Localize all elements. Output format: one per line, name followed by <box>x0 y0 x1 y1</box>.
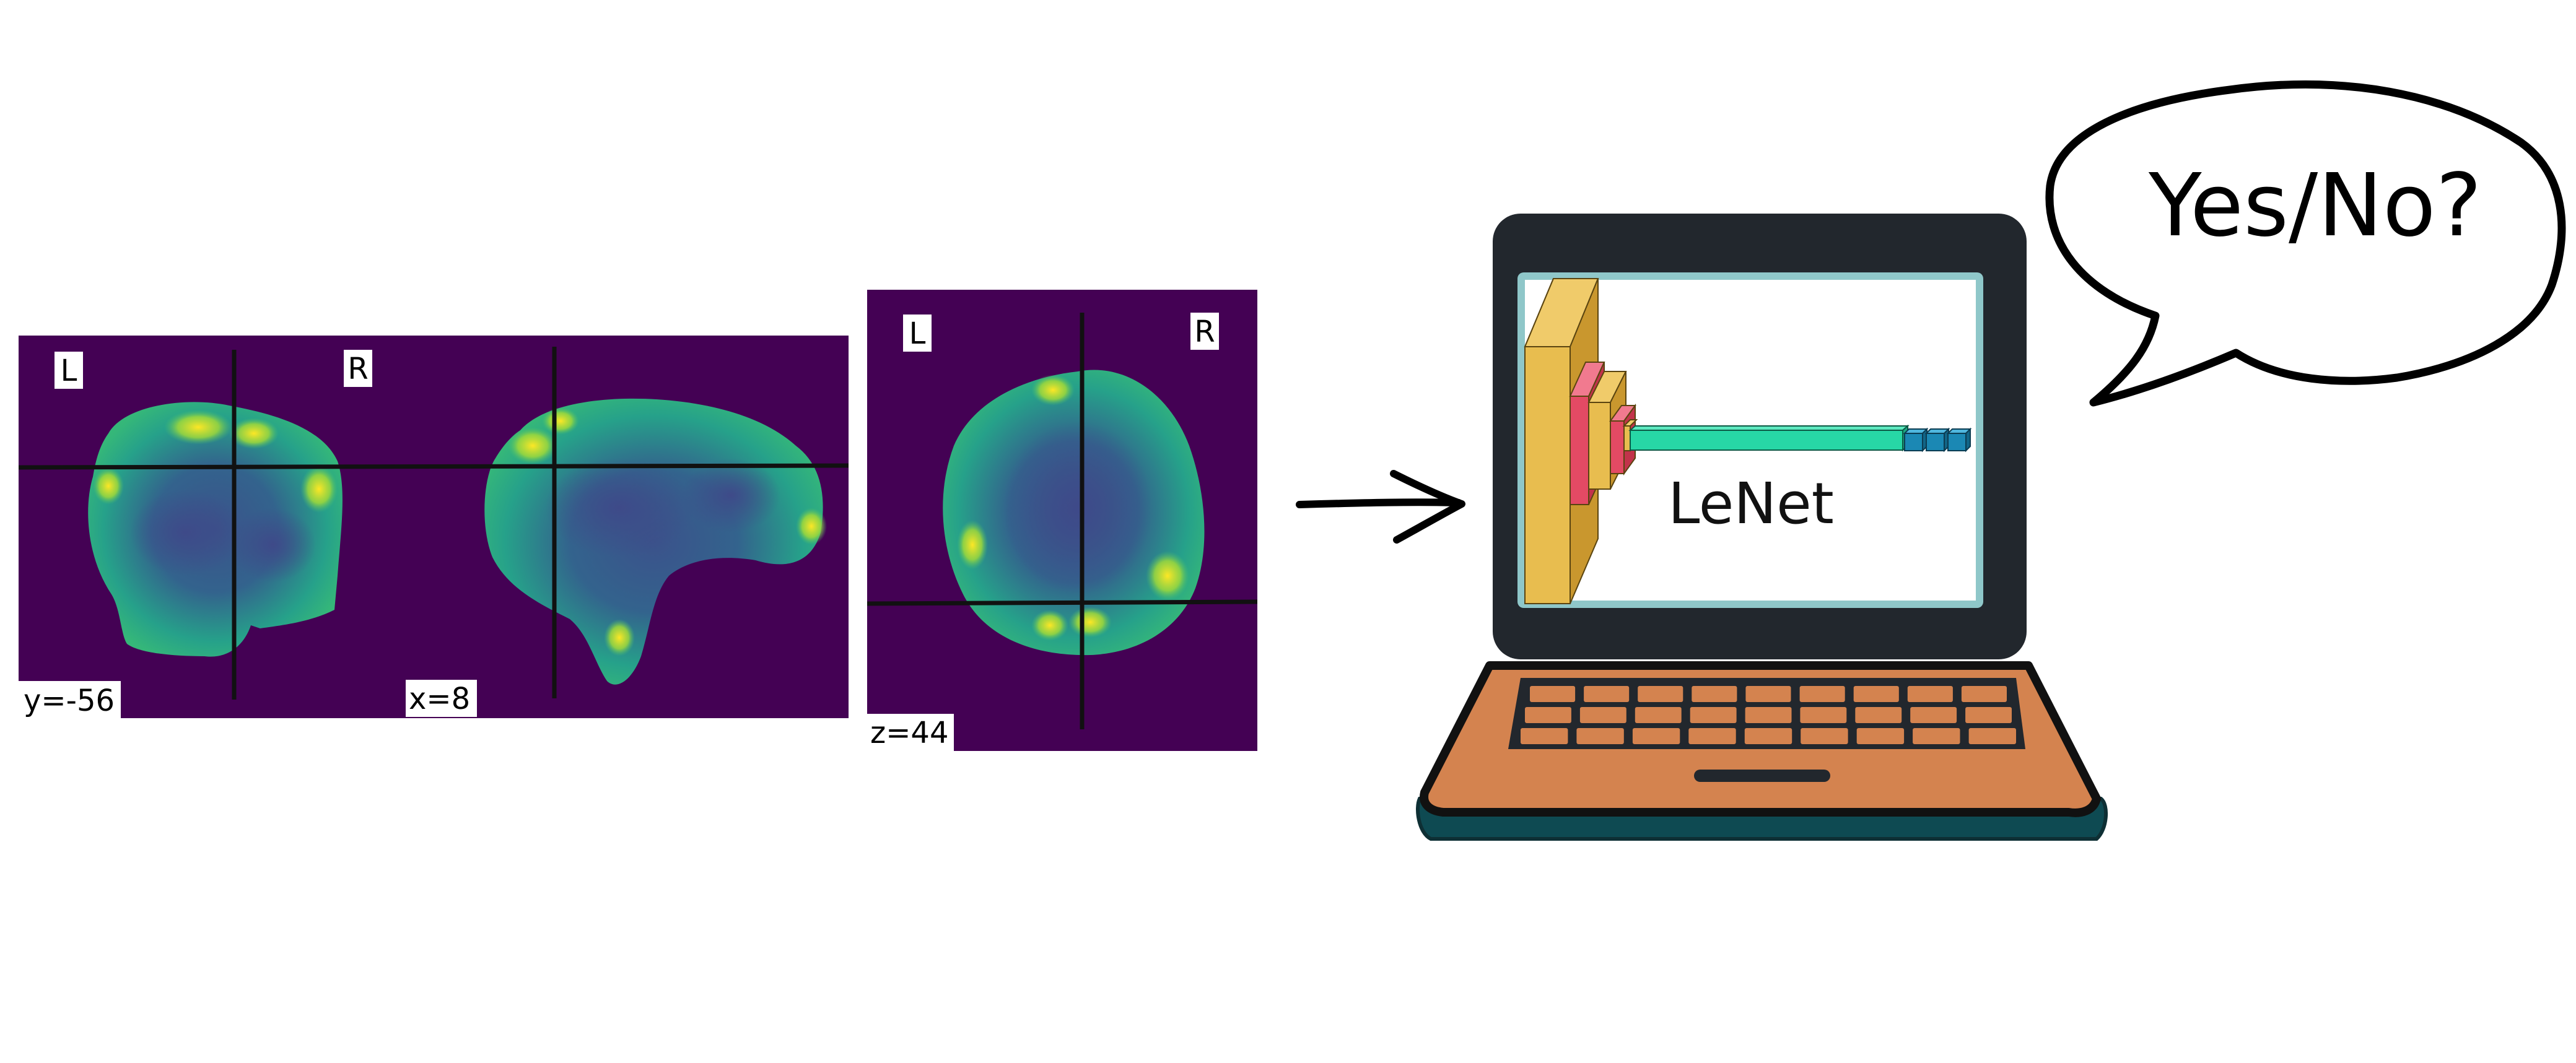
keyboard-key <box>1584 686 1630 702</box>
coronal-brain <box>88 402 343 657</box>
keyboard-key <box>1745 686 1791 702</box>
keyboard-key <box>1913 728 1960 744</box>
keyboard-key <box>1576 728 1624 744</box>
model-name-label: LeNet <box>1668 471 1834 537</box>
keyboard-key <box>1744 728 1792 744</box>
axial-coordinate-label: z=44 <box>870 716 949 750</box>
keyboard-key <box>1690 707 1737 723</box>
axial-left-label: L <box>909 316 926 351</box>
coronal-left-label: L <box>61 354 77 388</box>
coronal-right-label: R <box>347 352 368 386</box>
keyboard-key <box>1530 686 1576 702</box>
speech-bubble-text: Yes/No? <box>2148 155 2482 256</box>
keyboard-key <box>1855 707 1902 723</box>
keyboard-key <box>1635 707 1682 723</box>
keyboard-key <box>1632 728 1680 744</box>
keyboard-key <box>1910 707 1957 723</box>
keyboard-keys <box>1521 686 2016 744</box>
axial-orientation-labels: L R <box>903 313 1219 352</box>
keyboard-key <box>1853 686 1899 702</box>
keyboard-key <box>1800 707 1847 723</box>
keyboard-key <box>1745 707 1792 723</box>
lenet-architecture <box>1524 278 1972 604</box>
keyboard-key <box>1801 728 1848 744</box>
keyboard-key <box>1521 728 1568 744</box>
axial-brain <box>943 370 1205 656</box>
keyboard-key <box>1688 728 1736 744</box>
keyboard-key <box>1965 707 2012 723</box>
trackpad <box>1694 770 1830 782</box>
axial-right-label: R <box>1194 315 1215 349</box>
keyboard-key <box>1968 728 2016 744</box>
keyboard-key <box>1638 686 1683 702</box>
keyboard-key <box>1799 686 1845 702</box>
crosshairs <box>18 313 1258 729</box>
sagittal-coordinate-label: x=8 <box>409 682 470 716</box>
keyboard-key <box>1856 728 1905 744</box>
laptop-icon: LeNet <box>1416 214 2108 841</box>
coronal-coordinate-label: y=-56 <box>24 683 115 718</box>
keyboard-key <box>1692 686 1737 702</box>
keyboard-key <box>1961 686 2007 702</box>
brain-slices: L R L R y=-56 x=8 z=44 <box>18 290 1258 751</box>
keyboard-key <box>1525 707 1571 723</box>
sagittal-brain <box>484 398 827 685</box>
keyboard-key <box>1907 686 1953 702</box>
speech-bubble-outline <box>2045 80 2566 407</box>
arrow-right-icon <box>1296 470 1465 544</box>
keyboard-key <box>1579 707 1626 723</box>
coronal-orientation-labels: L R <box>55 350 372 389</box>
speech-bubble-icon: Yes/No? <box>2045 80 2566 407</box>
